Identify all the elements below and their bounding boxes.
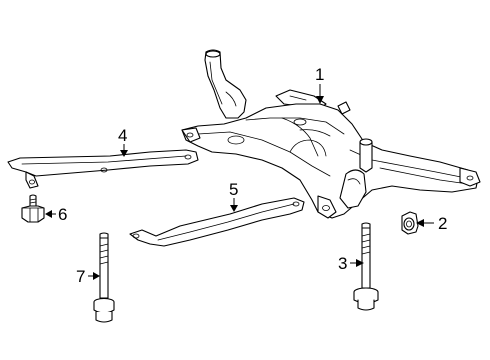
callout-6-label: 6 (58, 205, 67, 224)
bushing-part (401, 211, 419, 235)
callout-1-label: 1 (315, 65, 324, 84)
callout-5: 5 (229, 180, 238, 212)
callout-7-label: 7 (76, 267, 85, 286)
callout-2-label: 2 (438, 214, 447, 233)
front-brace-part (7, 149, 199, 189)
bolt-part-3 (353, 222, 379, 311)
callout-5-label: 5 (229, 180, 238, 199)
callout-4: 4 (118, 126, 128, 157)
crossmember-subframe-part (181, 49, 481, 219)
callout-4-label: 4 (118, 126, 127, 145)
callout-6: 6 (45, 205, 67, 224)
callout-1: 1 (315, 65, 324, 104)
callout-7: 7 (76, 267, 100, 286)
bolt-part-7 (93, 232, 115, 323)
callout-3-label: 3 (338, 254, 347, 273)
nut-part-6 (21, 194, 45, 223)
callout-3: 3 (338, 254, 364, 273)
callout-2: 2 (416, 214, 447, 233)
rear-brace-part (129, 197, 305, 247)
